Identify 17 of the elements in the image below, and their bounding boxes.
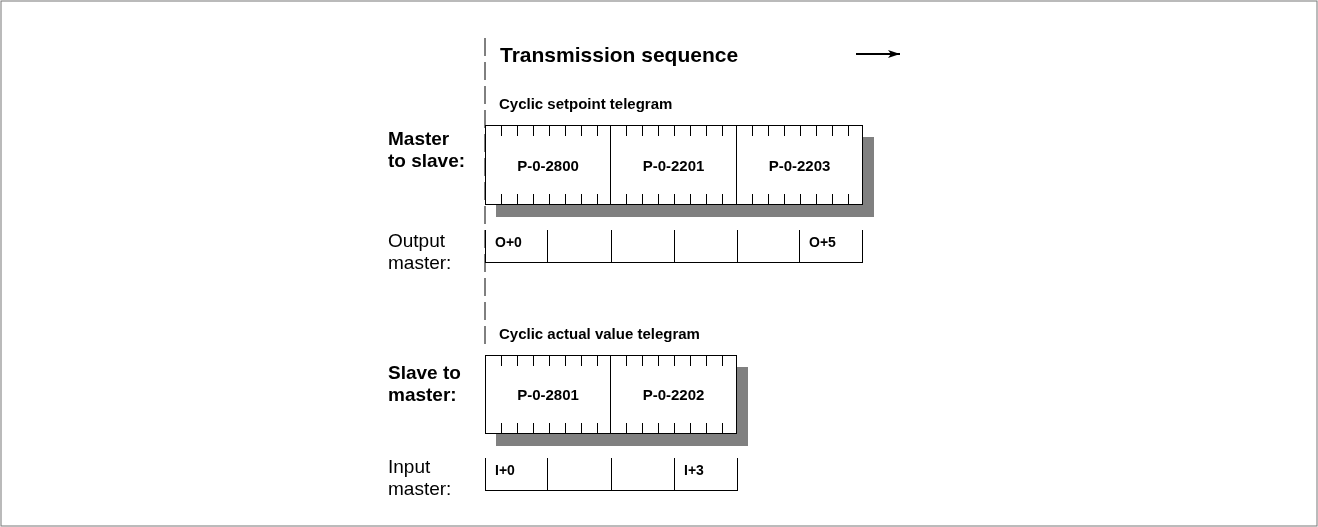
sequence-heading: Transmission sequence (500, 42, 740, 68)
register-slot (611, 230, 674, 263)
row-label: Master to slave: (388, 128, 467, 172)
register-slot (737, 230, 799, 263)
register-slot: O+0 (485, 230, 547, 263)
register-slot: O+5 (799, 230, 863, 263)
row-label: Slave to master: (388, 362, 462, 406)
register-slot (611, 458, 674, 491)
register-slot (547, 230, 611, 263)
row-label: Input master: (388, 456, 453, 500)
register-slot: I+0 (485, 458, 547, 491)
telegram-title: Cyclic actual value telegram (499, 325, 700, 342)
register-slot (674, 230, 737, 263)
telegram-title: Cyclic setpoint telegram (499, 95, 673, 112)
row-label: Output master: (388, 230, 453, 274)
register-slot (547, 458, 611, 491)
register-slot: I+3 (674, 458, 738, 491)
